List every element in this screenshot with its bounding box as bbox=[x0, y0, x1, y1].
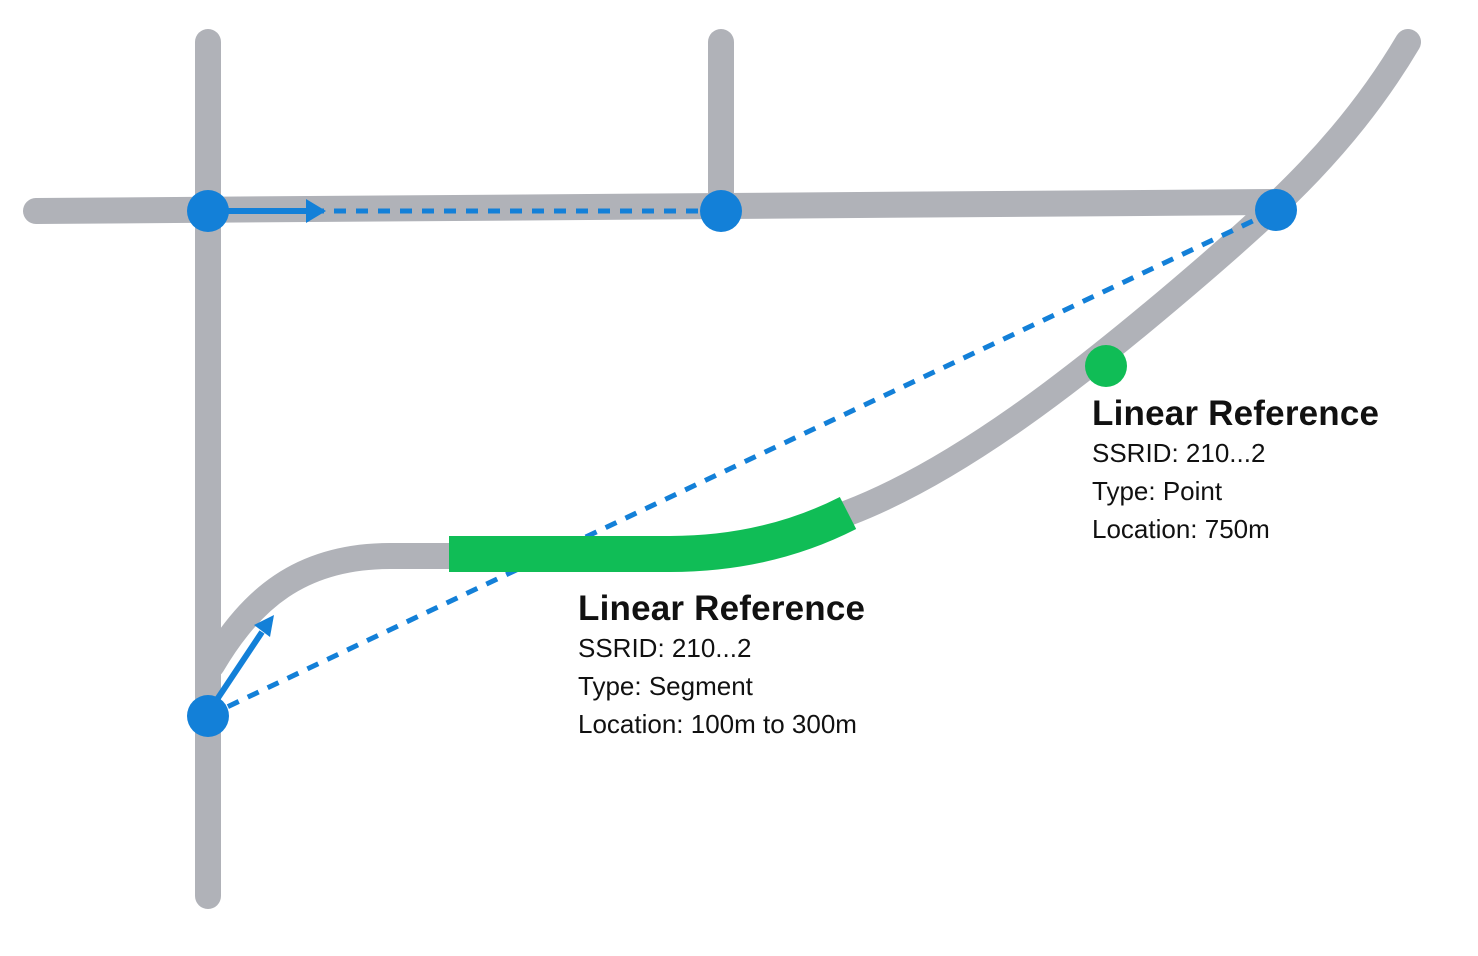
segment-reference-ssrid: SSRID: 210...2 bbox=[578, 633, 752, 663]
arrow-ramp-head bbox=[254, 615, 274, 637]
network-path-dashed bbox=[206, 207, 1278, 719]
arrow-top-head bbox=[306, 199, 326, 223]
node-top-middle bbox=[700, 190, 742, 232]
node-top-left bbox=[187, 190, 229, 232]
segment-linear-reference bbox=[449, 496, 857, 572]
segment-reference-title: Linear Reference bbox=[578, 589, 866, 628]
point-linear-reference bbox=[1085, 345, 1127, 387]
network-nodes bbox=[187, 189, 1297, 737]
point-reference-title: Linear Reference bbox=[1092, 394, 1380, 433]
segment-reference-type: Type: Segment bbox=[578, 671, 753, 701]
point-reference-type: Type: Point bbox=[1092, 476, 1223, 506]
point-reference-ssrid: SSRID: 210...2 bbox=[1092, 438, 1266, 468]
direction-arrow-ramp bbox=[207, 615, 274, 712]
node-top-right bbox=[1255, 189, 1297, 231]
segment-reference-label: Linear Reference SSRID: 210...2 Type: Se… bbox=[578, 589, 865, 743]
arrow-ramp-shaft bbox=[207, 630, 265, 712]
point-reference-label: Linear Reference SSRID: 210...2 Type: Po… bbox=[1092, 394, 1379, 548]
segment-reference-location: Location: 100m to 300m bbox=[578, 709, 857, 739]
point-reference-location: Location: 750m bbox=[1092, 514, 1270, 544]
node-bottom-left bbox=[187, 695, 229, 737]
road-curve-ramp bbox=[199, 543, 458, 678]
